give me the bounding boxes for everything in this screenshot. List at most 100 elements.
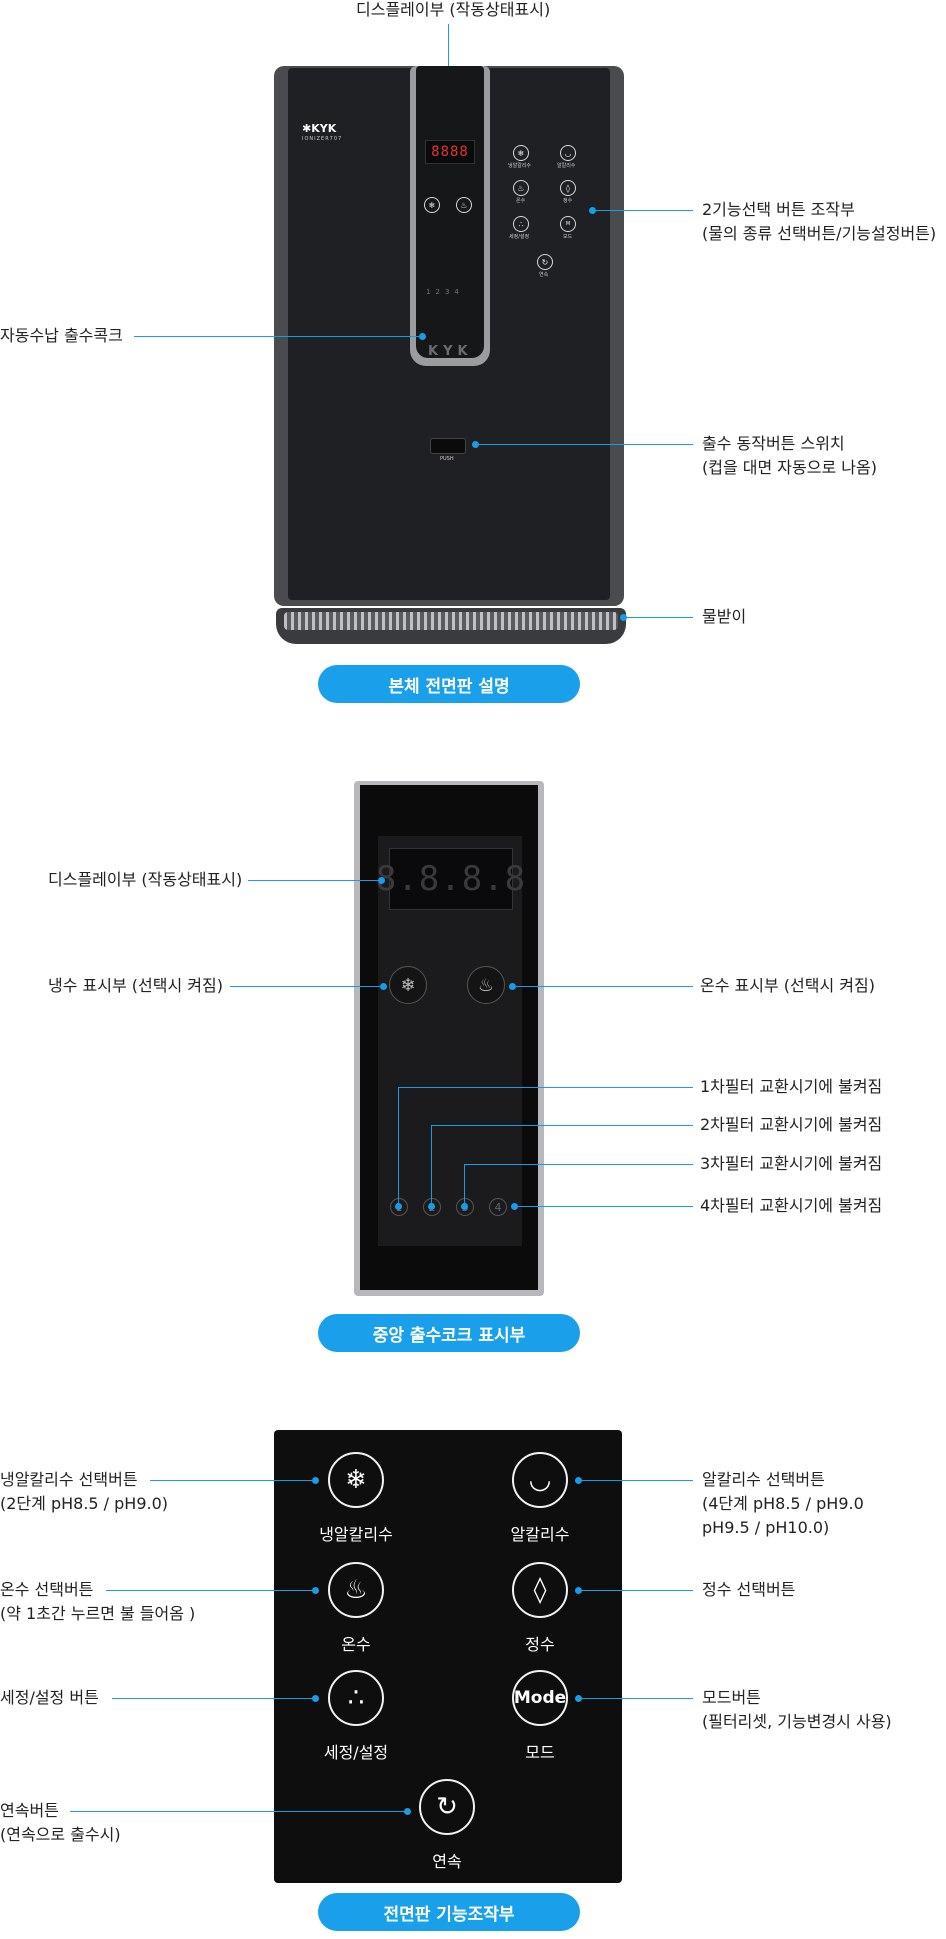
water-drop-icon: ◊ (533, 1575, 547, 1605)
callout-filter4-label: 4차필터 교환시기에 불켜짐 (700, 1196, 883, 1215)
device-purified-mini-label: 정수 (563, 198, 573, 204)
device-alkali-button-icon[interactable]: ◡ (560, 145, 576, 161)
callout-push-sublabel: (컵을 대면 자동으로 나옴) (702, 458, 877, 477)
callout-cold-line (230, 986, 382, 987)
callout-wash-dot (312, 1695, 319, 1702)
callout-hot-water-sublabel: (약 1초간 누르면 불 들어옴 ) (0, 1604, 196, 1623)
callout-continuous-label: 연속버튼 (0, 1801, 59, 1820)
section3-title-pill: 전면판 기능조작부 (318, 1893, 580, 1931)
cold-alkali-button[interactable]: ❄ (328, 1452, 384, 1508)
device-wash-mini-label: 세정/설정 (509, 234, 530, 240)
callout-tray-line (624, 617, 693, 618)
callout-mode-sublabel: (필터리셋, 기능변경시 사용) (702, 1712, 892, 1731)
callout-c-display-line (248, 880, 380, 881)
callout-push-dot (472, 441, 479, 448)
callout-function-buttons-line (593, 210, 693, 211)
callout-cold-alkali-line (150, 1480, 314, 1481)
callout-filter1-line (398, 1087, 693, 1088)
continuous-button[interactable]: ↻ (419, 1779, 475, 1835)
center-panel-cold-icon: ❄ (389, 966, 427, 1004)
alkali-button[interactable]: ◡ (512, 1452, 568, 1508)
callout-mode-line (579, 1698, 693, 1699)
callout-hot-water-dot (312, 1587, 319, 1594)
device-filter-indicators: 1 2 3 4 (426, 288, 459, 296)
callout-filter1-dot (395, 1203, 402, 1210)
device-alkali-mini-label: 알칼리수 (557, 163, 576, 169)
callout-wash-label: 세정/설정 버튼 (0, 1688, 99, 1707)
purified-water-button-label: 정수 (525, 1635, 555, 1654)
hot-water-button-label: 온수 (341, 1635, 371, 1654)
drops-icon: ∴ (347, 1683, 365, 1713)
hot-cup-icon: ♨ (344, 1575, 368, 1605)
device-hot-button-icon[interactable]: ♨ (513, 180, 529, 196)
callout-mode-dot (575, 1695, 582, 1702)
device-drip-tray-grill (284, 612, 618, 630)
device-filter-4: 4 (454, 288, 459, 296)
center-panel-display-digits: 8.8.8.8 (375, 859, 527, 899)
callout-hot-water-label: 온수 선택버튼 (0, 1580, 94, 1599)
device-center-strip-inner (416, 66, 484, 358)
device-cold-alkali-mini-label: 냉알칼리수 (508, 163, 532, 169)
callout-alkali-dot (575, 1477, 582, 1484)
callout-faucet-line (134, 336, 422, 337)
device-cold-alkali-button-icon[interactable]: ❄ (513, 145, 529, 161)
callout-filter1-label: 1차필터 교환시기에 불켜짐 (700, 1077, 883, 1096)
callout-cold-alkali-dot (312, 1477, 319, 1484)
callout-push-line (476, 444, 693, 445)
callout-purified-line (579, 1590, 693, 1591)
callout-cold-alkali-label: 냉알칼리수 선택버튼 (0, 1470, 138, 1489)
device-filter-2: 2 (435, 288, 440, 296)
callout-hot-dot (509, 983, 516, 990)
callout-filter2-dot (428, 1203, 435, 1210)
device-brand-logo: ✱KYK (302, 122, 337, 135)
callout-cold-label: 냉수 표시부 (선택시 켜짐) (48, 976, 223, 995)
device-cold-indicator-icon: ❄ (424, 197, 440, 213)
callout-c-display-dot (378, 877, 385, 884)
device-filter-1: 1 (426, 288, 431, 296)
callout-tray-dot (620, 614, 627, 621)
device-filter-3: 3 (444, 288, 450, 296)
wash-setting-button[interactable]: ∴ (328, 1670, 384, 1726)
callout-filter2-line (431, 1125, 693, 1126)
mode-icon: Mode (513, 1688, 567, 1708)
hot-water-button[interactable]: ♨ (328, 1562, 384, 1618)
section1-title-pill: 본체 전면판 설명 (318, 665, 580, 703)
callout-hot-line (513, 986, 693, 987)
callout-filter3-label: 3차필터 교환시기에 불켜짐 (700, 1154, 883, 1173)
callout-alkali-label: 알칼리수 선택버튼 (702, 1470, 825, 1489)
alkali-cup-icon: ◡ (528, 1465, 552, 1495)
callout-hot-label: 온수 표시부 (선택시 켜짐) (700, 976, 875, 995)
device-display: 8888 (425, 140, 475, 164)
callout-tray-label: 물받이 (702, 607, 747, 626)
center-panel-filter-4: 4 (489, 1198, 507, 1216)
mode-button[interactable]: Mode (512, 1670, 568, 1726)
callout-faucet-dot (419, 333, 426, 340)
callout-c-display-label: 디스플레이부 (작동상태표시) (48, 870, 243, 889)
alkali-button-label: 알칼리수 (510, 1525, 570, 1544)
callout-alkali-sublabel-2: pH9.5 / pH10.0) (702, 1518, 830, 1537)
callout-filter4-dot (511, 1203, 518, 1210)
device-strip-logo: KYK (428, 344, 473, 359)
callout-cold-alkali-sublabel: (2단계 pH8.5 / pH9.0) (0, 1494, 169, 1513)
callout-purified-dot (575, 1587, 582, 1594)
purified-water-button[interactable]: ◊ (512, 1562, 568, 1618)
callout-filter2-vline (431, 1125, 432, 1203)
callout-push-label: 출수 동작버튼 스위치 (702, 434, 845, 453)
device-hot-indicator-icon: ♨ (456, 197, 472, 213)
callout-filter1-vline (398, 1087, 399, 1203)
device-continuous-button-icon[interactable]: ↻ (537, 254, 553, 270)
device-model-label: IONIZER707 (302, 136, 343, 142)
device-continuous-mini-label: 연속 (539, 272, 549, 278)
callout-cold-dot (380, 983, 387, 990)
device-purified-button-icon[interactable]: ◊ (560, 180, 576, 196)
device-mode-button-icon[interactable]: M (560, 216, 576, 232)
device-wash-button-icon[interactable]: ∴ (513, 216, 529, 232)
callout-function-buttons-dot (589, 207, 596, 214)
device-hot-mini-label: 온수 (516, 198, 526, 204)
callout-continuous-line (70, 1811, 406, 1812)
device-push-switch[interactable] (430, 438, 466, 454)
callout-alkali-sublabel: (4단계 pH8.5 / pH9.0 (702, 1494, 864, 1513)
callout-hot-water-line (106, 1590, 314, 1591)
device-mode-mini-label: 모드 (563, 234, 573, 240)
center-panel-display: 8.8.8.8 (376, 848, 525, 910)
